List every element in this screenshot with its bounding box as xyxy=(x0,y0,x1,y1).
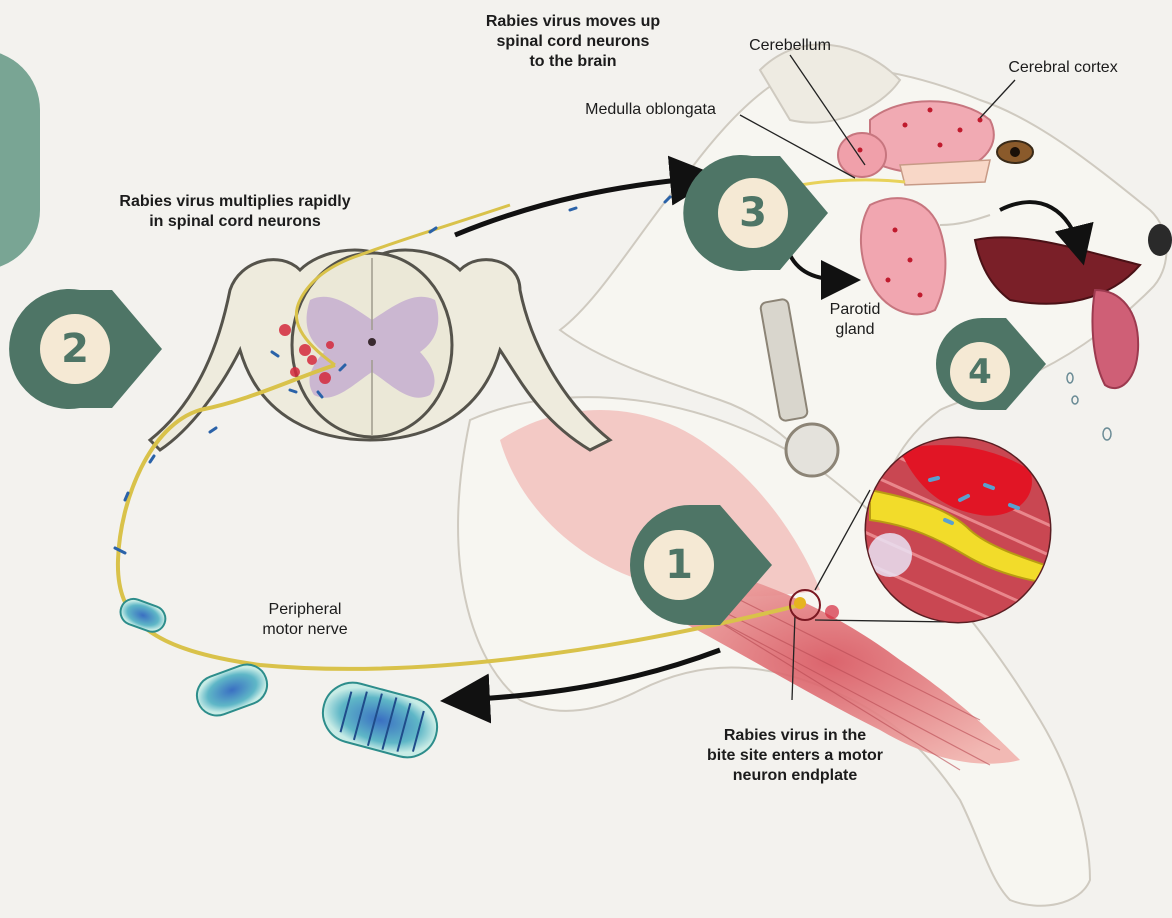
virus-particle xyxy=(191,659,272,721)
step-4-badge: 4 xyxy=(950,342,1010,402)
label-medulla: Medulla oblongata xyxy=(563,100,738,120)
label-cerebellum: Cerebellum xyxy=(730,36,850,56)
virus-particle xyxy=(117,595,169,635)
step-2-badge: 2 xyxy=(40,314,110,384)
step-1-badge: 1 xyxy=(644,530,714,600)
step-3-badge: 3 xyxy=(718,178,788,248)
label-peripheral: Peripheral motor nerve xyxy=(240,600,370,640)
label-multiplies: Rabies virus multiplies rapidly in spina… xyxy=(80,192,390,232)
label-parotid: Parotid gland xyxy=(815,300,895,340)
label-moves-up: Rabies virus moves up spinal cord neuron… xyxy=(458,12,688,72)
label-bite-site: Rabies virus in the bite site enters a m… xyxy=(680,726,910,786)
virus-particle xyxy=(316,676,444,764)
label-cerebral-cortex: Cerebral cortex xyxy=(988,58,1138,78)
